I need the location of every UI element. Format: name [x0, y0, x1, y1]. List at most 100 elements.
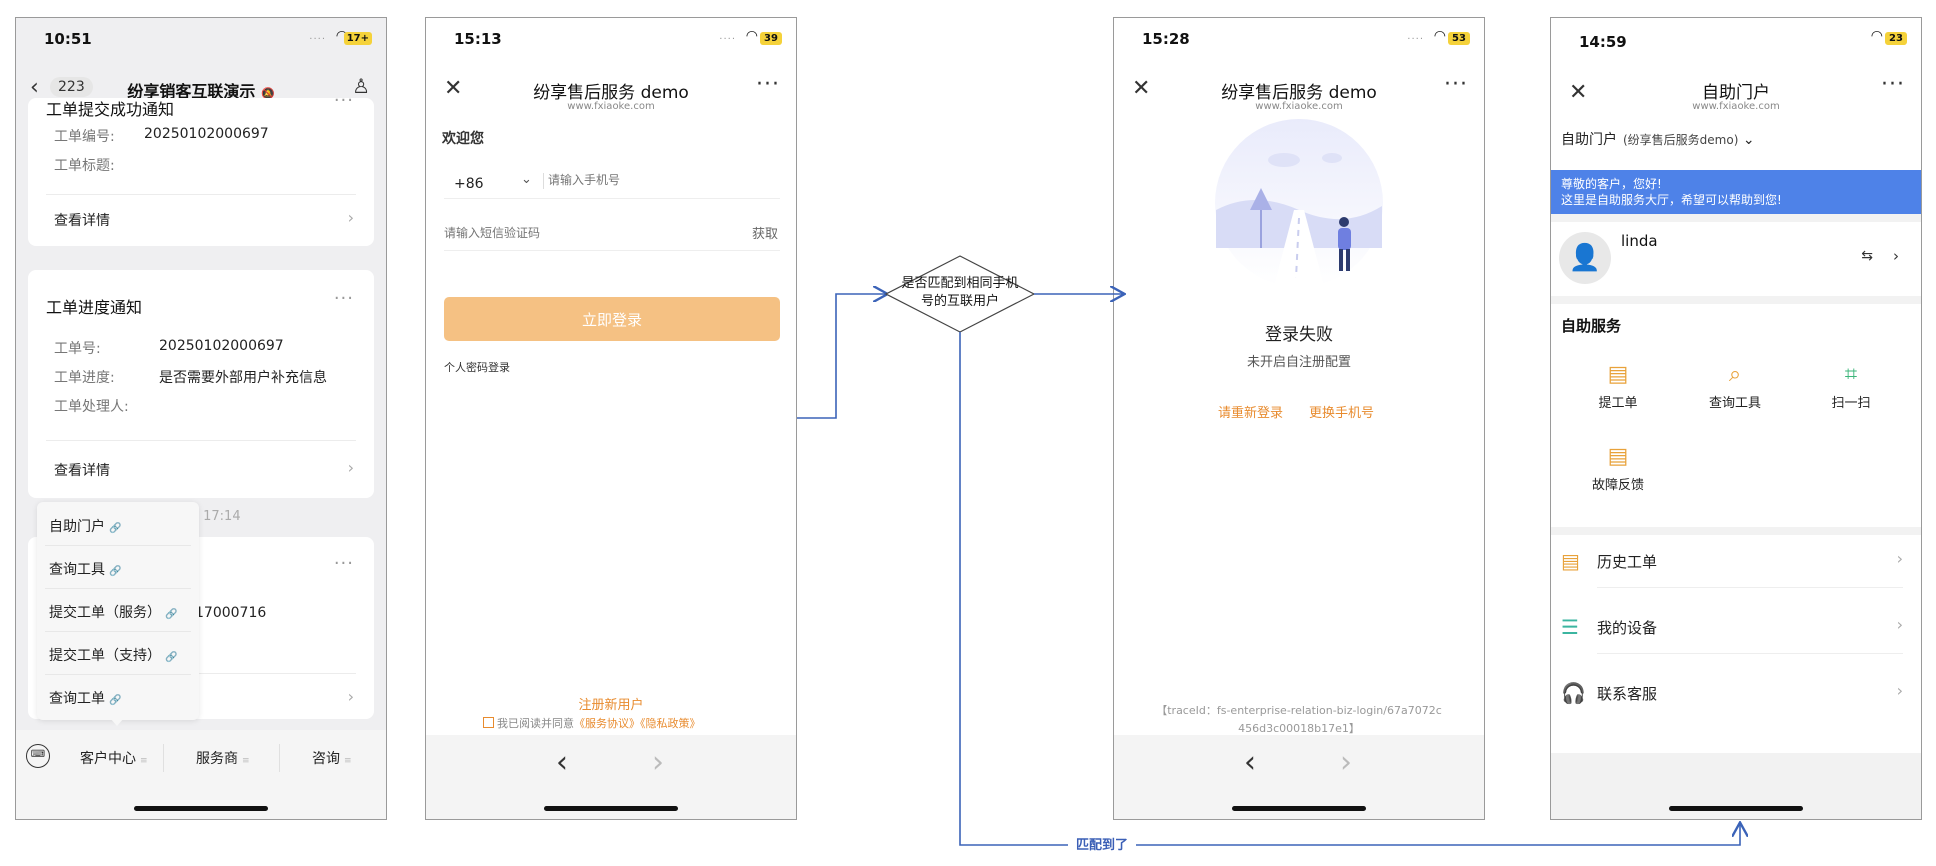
- home-indicator: [544, 806, 678, 811]
- ticket-progress-card[interactable]: 工单进度通知 ··· 工单号: 20250102000697 工单进度: 是否需…: [28, 270, 374, 498]
- chevron-right-icon: ›: [347, 687, 354, 706]
- list-contact-support[interactable]: 🎧 联系客服 ›: [1561, 681, 1903, 705]
- avatar[interactable]: 👤: [1559, 232, 1611, 284]
- divider: [45, 674, 191, 675]
- ticket-submitted-card[interactable]: 工单提交成功通知 ··· 工单编号: 20250102000697 工单标题: …: [28, 90, 374, 246]
- status-bar: 10:51 .... ◠ 17+: [16, 18, 386, 58]
- register-link[interactable]: 注册新用户: [578, 698, 644, 713]
- back-icon[interactable]: ‹: [1244, 745, 1256, 780]
- headset-icon: 🎧: [1561, 681, 1586, 705]
- menu-item-query-tool[interactable]: 查询工具🔗: [49, 562, 122, 578]
- list-history-tickets[interactable]: ▤ 历史工单 ›: [1561, 549, 1903, 573]
- service-scan[interactable]: ⌗ 扫一扫: [1806, 360, 1896, 411]
- service-fault-report[interactable]: ▤ 故障反馈: [1573, 442, 1663, 493]
- more-icon[interactable]: ···: [1444, 72, 1468, 97]
- report-icon: ▤: [1607, 444, 1629, 469]
- agreement-row: 我已阅读并同意《服务协议》《隐私政策》: [483, 715, 701, 731]
- list-my-devices[interactable]: ☰ 我的设备 ›: [1561, 615, 1903, 639]
- status-time: 15:28: [1142, 30, 1190, 48]
- link-icon: 🔗: [109, 695, 122, 706]
- device-icon: ☰: [1561, 615, 1579, 639]
- home-indicator: [1232, 806, 1366, 811]
- battery-indicator: 23: [1885, 32, 1907, 45]
- status-bar: 15:13 .... ◠ 39: [426, 18, 796, 58]
- chevron-down-icon[interactable]: ⌄: [521, 172, 532, 187]
- login-button[interactable]: 立即登录: [444, 297, 780, 341]
- close-icon[interactable]: ✕: [1569, 80, 1588, 105]
- browser-navbar: ✕ 自助门户 www.fxiaoke.com ···: [1551, 58, 1921, 118]
- menu-item-submit-ticket-service[interactable]: 提交工单（服务）🔗: [49, 605, 178, 621]
- quick-menu-popup: 自助门户🔗 查询工具🔗 提交工单（服务）🔗 提交工单（支持）🔗 查询工单🔗: [37, 502, 199, 720]
- service-submit-ticket[interactable]: ▤ 提工单: [1573, 360, 1663, 411]
- divider: [444, 198, 780, 199]
- divider: [46, 194, 356, 195]
- privacy-policy-link[interactable]: 《隐私政策》: [640, 717, 701, 730]
- divider: [444, 250, 780, 251]
- login-failed-title: 登录失败: [1265, 325, 1333, 345]
- status-bar: 15:28 .... ◠ 53: [1114, 18, 1484, 58]
- status-bar: 14:59 ◠ 23: [1551, 18, 1921, 58]
- tab-service-provider[interactable]: 服务商≡: [196, 751, 250, 767]
- popup-arrow: [110, 718, 124, 726]
- back-icon[interactable]: ‹: [556, 745, 568, 780]
- user-profile-icon[interactable]: ♙: [352, 74, 370, 98]
- welcome-text: 欢迎您: [442, 131, 484, 147]
- retry-login-link[interactable]: 请重新登录: [1218, 406, 1284, 421]
- trace-id-text: 【traceId：fs-enterprise-relation-biz-logi…: [1156, 704, 1442, 735]
- divider: [45, 545, 191, 546]
- forward-icon[interactable]: ›: [1340, 745, 1352, 780]
- forward-icon[interactable]: ›: [652, 745, 664, 780]
- get-code-button[interactable]: 获取: [751, 227, 778, 242]
- chevron-right-icon[interactable]: ›: [1893, 247, 1899, 265]
- link-icon: 🔗: [109, 566, 122, 577]
- more-icon[interactable]: ···: [1881, 72, 1905, 97]
- section-gap: [1551, 214, 1921, 222]
- menu-item-query-ticket[interactable]: 查询工单🔗: [49, 691, 122, 707]
- page-domain: www.fxiaoke.com: [1255, 101, 1343, 112]
- unread-count-badge[interactable]: 223: [50, 77, 93, 97]
- view-detail-link[interactable]: 查看详情: [54, 463, 110, 479]
- more-icon[interactable]: ···: [756, 72, 780, 97]
- close-icon[interactable]: ✕: [444, 76, 463, 101]
- divider: [163, 744, 164, 772]
- mute-icon: 🔕: [260, 87, 275, 100]
- service-agreement-link[interactable]: 《服务协议》: [574, 717, 640, 730]
- back-arrow-icon[interactable]: ‹: [30, 75, 39, 100]
- history-ticket-icon: ▤: [1561, 549, 1580, 573]
- login-failed-illustration: [1215, 119, 1383, 287]
- country-code-select[interactable]: +86: [454, 176, 484, 192]
- home-indicator: [134, 806, 268, 811]
- home-indicator: [1669, 806, 1803, 811]
- close-icon[interactable]: ✕: [1132, 76, 1151, 101]
- phone-im-chat: 10:51 .... ◠ 17+ ‹ 223 纷享销客互联演示 🔕 ♙ 工单提交…: [15, 17, 387, 820]
- ticket-icon: ▤: [1607, 362, 1629, 387]
- tab-customer-center[interactable]: 客户中心≡: [80, 751, 148, 767]
- card-title: 工单提交成功通知: [46, 100, 175, 119]
- switch-account-icon[interactable]: ⇆: [1861, 248, 1873, 264]
- more-icon[interactable]: ···: [333, 90, 354, 111]
- more-icon[interactable]: ···: [333, 288, 354, 309]
- card-title: 工单进度通知: [46, 298, 143, 317]
- phone-self-service-portal: 14:59 ◠ 23 ✕ 自助门户 www.fxiaoke.com ··· 自助…: [1550, 17, 1922, 820]
- keyboard-icon[interactable]: ⌨: [26, 744, 50, 768]
- wifi-icon: ◠: [745, 28, 758, 44]
- tab-consult[interactable]: 咨询≡: [312, 751, 352, 767]
- ticket-progress-label: 工单进度:: [54, 370, 115, 386]
- divider: [279, 744, 280, 772]
- portal-selector[interactable]: 自助门户(纷享售后服务demo) ⌄: [1561, 132, 1755, 148]
- menu-item-self-service-portal[interactable]: 自助门户🔗: [49, 519, 122, 535]
- link-icon: 🔗: [165, 652, 178, 663]
- signal-icon: ....: [1407, 31, 1424, 42]
- service-query-tool[interactable]: ⌕ 查询工具: [1690, 360, 1780, 411]
- more-icon[interactable]: ···: [333, 553, 354, 574]
- agreement-checkbox[interactable]: [483, 717, 494, 728]
- sms-code-input[interactable]: [444, 221, 674, 245]
- password-login-link[interactable]: 个人密码登录: [444, 361, 510, 374]
- divider: [543, 173, 544, 189]
- view-detail-link[interactable]: 查看详情: [54, 213, 110, 229]
- phone-number-input[interactable]: [548, 168, 768, 192]
- change-phone-link[interactable]: 更换手机号: [1309, 406, 1375, 421]
- welcome-banner: 尊敬的客户，您好! 这里是自助服务大厅，希望可以帮助到您!: [1551, 170, 1921, 214]
- menu-item-submit-ticket-support[interactable]: 提交工单（支持）🔗: [49, 648, 178, 664]
- menu-icon: ≡: [242, 756, 250, 766]
